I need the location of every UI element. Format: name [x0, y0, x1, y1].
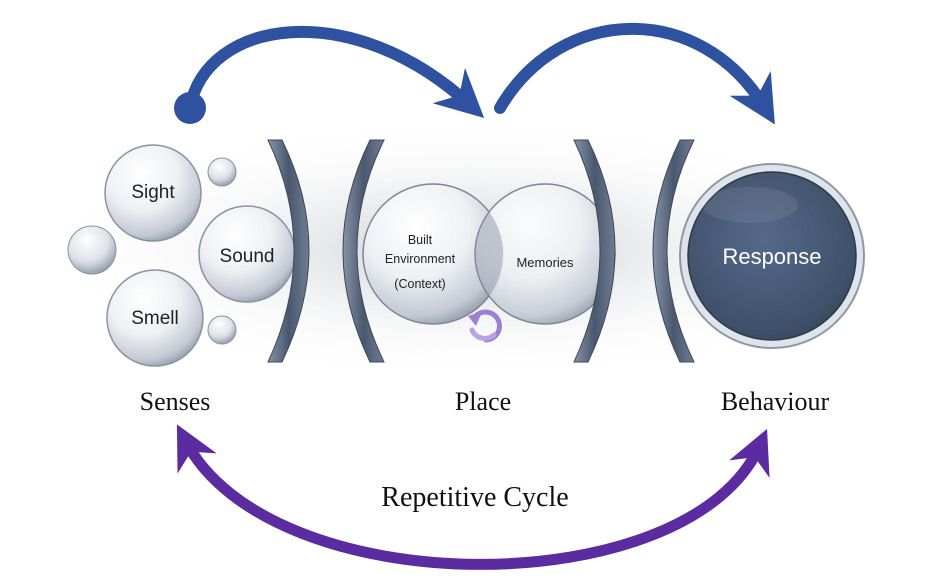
built-line-1: Built: [408, 233, 433, 247]
left-brackets: [267, 139, 385, 363]
place-caption: Place: [455, 387, 511, 416]
small-bubble: [67, 225, 117, 275]
smell-label: Smell: [131, 308, 179, 329]
opening-bracket-shape: [342, 139, 385, 363]
cycle-label: Repetitive Cycle: [381, 482, 568, 513]
response-highlight: [702, 187, 798, 223]
built-line-3: (Context): [394, 277, 445, 291]
memories-label: Memories: [516, 255, 574, 270]
refresh-loop-icon: [468, 309, 502, 343]
response-circle: [687, 171, 857, 341]
senses-caption: Senses: [140, 387, 211, 416]
overlap-lens: [475, 212, 504, 296]
curved-arrow-icon: [174, 22, 775, 125]
double-headed-curved-arrow-icon: [176, 424, 770, 570]
behaviour-group: Response: [679, 163, 865, 349]
sight-bubble: [104, 144, 202, 242]
built-line-2: Environment: [385, 252, 456, 266]
sound-label: Sound: [220, 246, 275, 267]
response-label: Response: [722, 244, 821, 269]
senses-group: Sight Sound Smell: [67, 144, 296, 367]
small-bubble: [207, 157, 237, 187]
closing-bracket-shape: [573, 139, 616, 363]
right-brackets: [573, 139, 695, 363]
smell-bubble: [106, 269, 204, 367]
arrow-senses-to-place: [184, 25, 485, 118]
opening-bracket-shape: [652, 139, 695, 363]
behaviour-caption: Behaviour: [721, 387, 830, 416]
small-bubble: [207, 315, 237, 345]
sight-label: Sight: [131, 182, 175, 203]
place-group: Built Environment (Context) Memories: [362, 183, 616, 343]
closing-bracket-shape: [267, 139, 310, 363]
arrow-place-to-behaviour: [494, 22, 775, 125]
